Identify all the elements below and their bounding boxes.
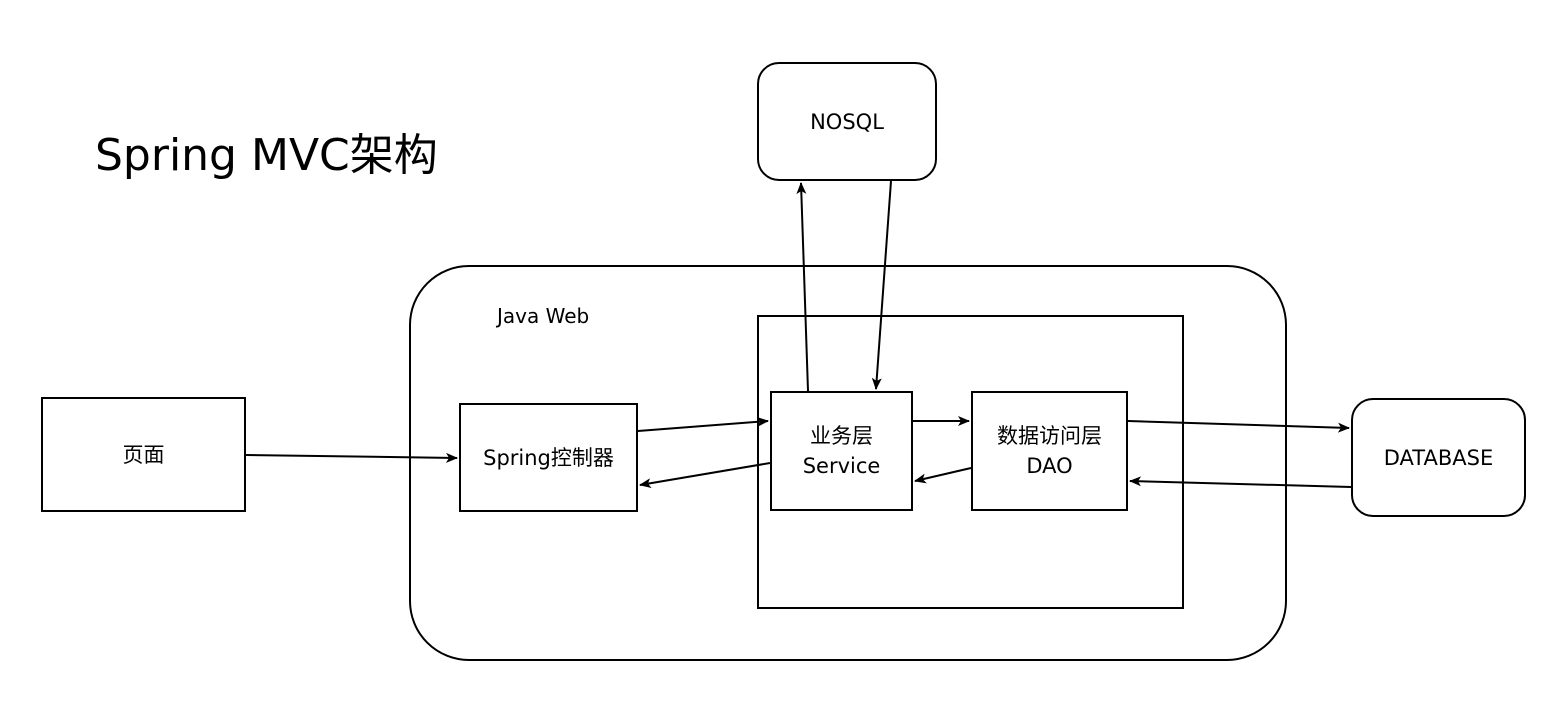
database-node[interactable]: DATABASE (1351, 398, 1526, 517)
page-node[interactable]: 页面 (41, 397, 246, 512)
arrow-service-to-controller (639, 462, 771, 489)
arrow-page-to-controller (245, 452, 458, 463)
controller-node-label: Spring控制器 (483, 445, 614, 470)
service-node-label-en: Service (802, 454, 881, 478)
java-web-container (409, 265, 1287, 661)
arrow-database-to-dao (1129, 476, 1352, 488)
nosql-node-label: NOSQL (810, 109, 884, 134)
arrow-dao-to-service (914, 467, 972, 484)
arrow-service-to-nosql (796, 182, 809, 392)
arrow-nosql-to-service (871, 180, 892, 390)
dao-node-label-cn: 数据访问层 (997, 424, 1102, 448)
nosql-node[interactable]: NOSQL (757, 62, 937, 181)
service-node[interactable]: 业务层 Service (770, 391, 913, 511)
service-dao-layer-box (757, 315, 1184, 609)
diagram-title: Spring MVC架构 (95, 130, 438, 181)
database-node-label: DATABASE (1383, 445, 1494, 470)
java-web-label: Java Web (497, 304, 590, 328)
service-node-label-cn: 业务层 (810, 424, 873, 448)
page-node-label: 页面 (122, 442, 165, 467)
dao-node-label-en: DAO (1026, 454, 1073, 478)
arrow-controller-to-service (637, 416, 769, 432)
controller-node[interactable]: Spring控制器 (459, 403, 638, 512)
dao-node[interactable]: 数据访问层 DAO (971, 391, 1128, 511)
arrow-dao-to-database (1127, 420, 1350, 433)
